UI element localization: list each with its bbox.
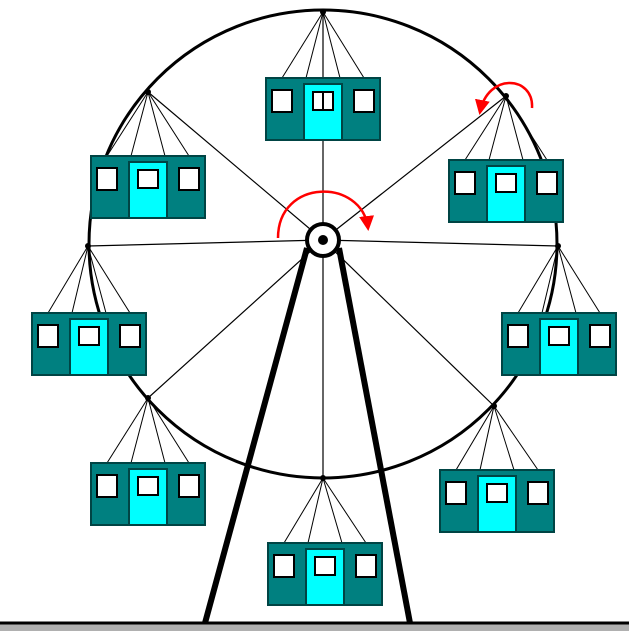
gondola-window-left (96, 474, 118, 498)
gondola-window-left (507, 324, 529, 348)
hanger-rod (322, 11, 365, 79)
pivot-point (320, 475, 326, 481)
ground-shadow (0, 624, 629, 631)
gondola-door-window (486, 483, 508, 503)
pivot-point (503, 93, 509, 99)
gondola-pivot-rotation-arrow (475, 81, 534, 115)
gondola-bottom (267, 475, 383, 606)
pivot-point (145, 89, 151, 95)
rotation-arrows (276, 81, 534, 239)
pivot-point (320, 9, 326, 15)
gondola-door-window (137, 476, 159, 496)
hanger-rod (147, 397, 190, 464)
hanger-rod (106, 397, 149, 464)
support-leg-right (336, 247, 413, 624)
hanger-rod (281, 11, 324, 79)
hanger-rod (283, 477, 324, 544)
gondola-window-left (445, 481, 467, 505)
gondola-window-left (454, 171, 476, 195)
hanger-rod (322, 477, 343, 544)
gondola-door-window (78, 326, 100, 346)
hanger-rod (307, 477, 324, 544)
gondolas (31, 9, 617, 606)
hanger-rod (505, 95, 548, 161)
gondola-window-right (355, 554, 377, 578)
spoke-left (87, 239, 324, 247)
hanger-rod (322, 477, 367, 544)
support-leg-left (202, 247, 310, 624)
hub (305, 222, 341, 258)
hanger-rod (541, 245, 559, 314)
hanger-rod (479, 405, 495, 471)
hanger-rod (464, 95, 507, 161)
gondola-window-right (589, 324, 611, 348)
pivot-point (555, 243, 561, 249)
hanger-rod (488, 95, 507, 161)
hanger-rod (71, 245, 89, 314)
hanger-rod (87, 245, 107, 314)
gondola-window-right (353, 89, 375, 113)
gondola-window-left (273, 554, 295, 578)
spoke-top-right (322, 95, 507, 241)
gondola-window-right (536, 171, 558, 195)
spoke-bottom-right (322, 239, 495, 407)
hanger-rod (87, 245, 131, 314)
pivot-point (85, 243, 91, 249)
spoke-top-left (147, 91, 324, 241)
hanger-rod (147, 397, 166, 464)
hanger-rod (147, 91, 166, 157)
hanger-rod (557, 245, 577, 314)
hanger-rod (557, 245, 601, 314)
gondola-top-right (448, 93, 564, 223)
spoke-right (322, 239, 559, 247)
gondola-top (265, 9, 381, 141)
gondola-door-window (314, 556, 336, 576)
hanger-rod (305, 11, 324, 79)
gondola-door-window (137, 169, 159, 189)
gondola-window-right (178, 474, 200, 498)
hanger-rod (130, 397, 149, 464)
gondola-right (501, 243, 617, 376)
gondola-window-left (271, 89, 293, 113)
hanger-rod (493, 405, 539, 471)
hanger-rod (322, 11, 341, 79)
hanger-rod (147, 91, 190, 157)
hanger-rod (106, 91, 149, 157)
pivot-point (145, 395, 151, 401)
hanger-rod (505, 95, 524, 161)
hanger-rod (455, 405, 495, 471)
gondola-window-right (527, 481, 549, 505)
gondola-door-window (495, 173, 517, 193)
hanger-rod (130, 91, 149, 157)
gondola-left (31, 243, 147, 376)
hanger-rod (47, 245, 89, 314)
support-frame (202, 247, 413, 624)
ground (0, 621, 629, 631)
hanger-rod (517, 245, 559, 314)
gondola-bottom-left (90, 395, 206, 526)
hub-inner (318, 235, 328, 245)
gondola-window-right (119, 324, 141, 348)
hanger-rod (493, 405, 515, 471)
gondola-window-right (178, 167, 200, 191)
gondola-bottom-right (439, 403, 555, 533)
gondola-window-left (96, 167, 118, 191)
hub-rotation-arrow (276, 190, 374, 239)
gondola-window-left (37, 324, 59, 348)
gondola-top-left (90, 89, 206, 219)
pivot-point (491, 403, 497, 409)
gondola-door-window (548, 326, 570, 346)
spokes (87, 12, 559, 478)
spoke-bottom-left (147, 239, 324, 399)
